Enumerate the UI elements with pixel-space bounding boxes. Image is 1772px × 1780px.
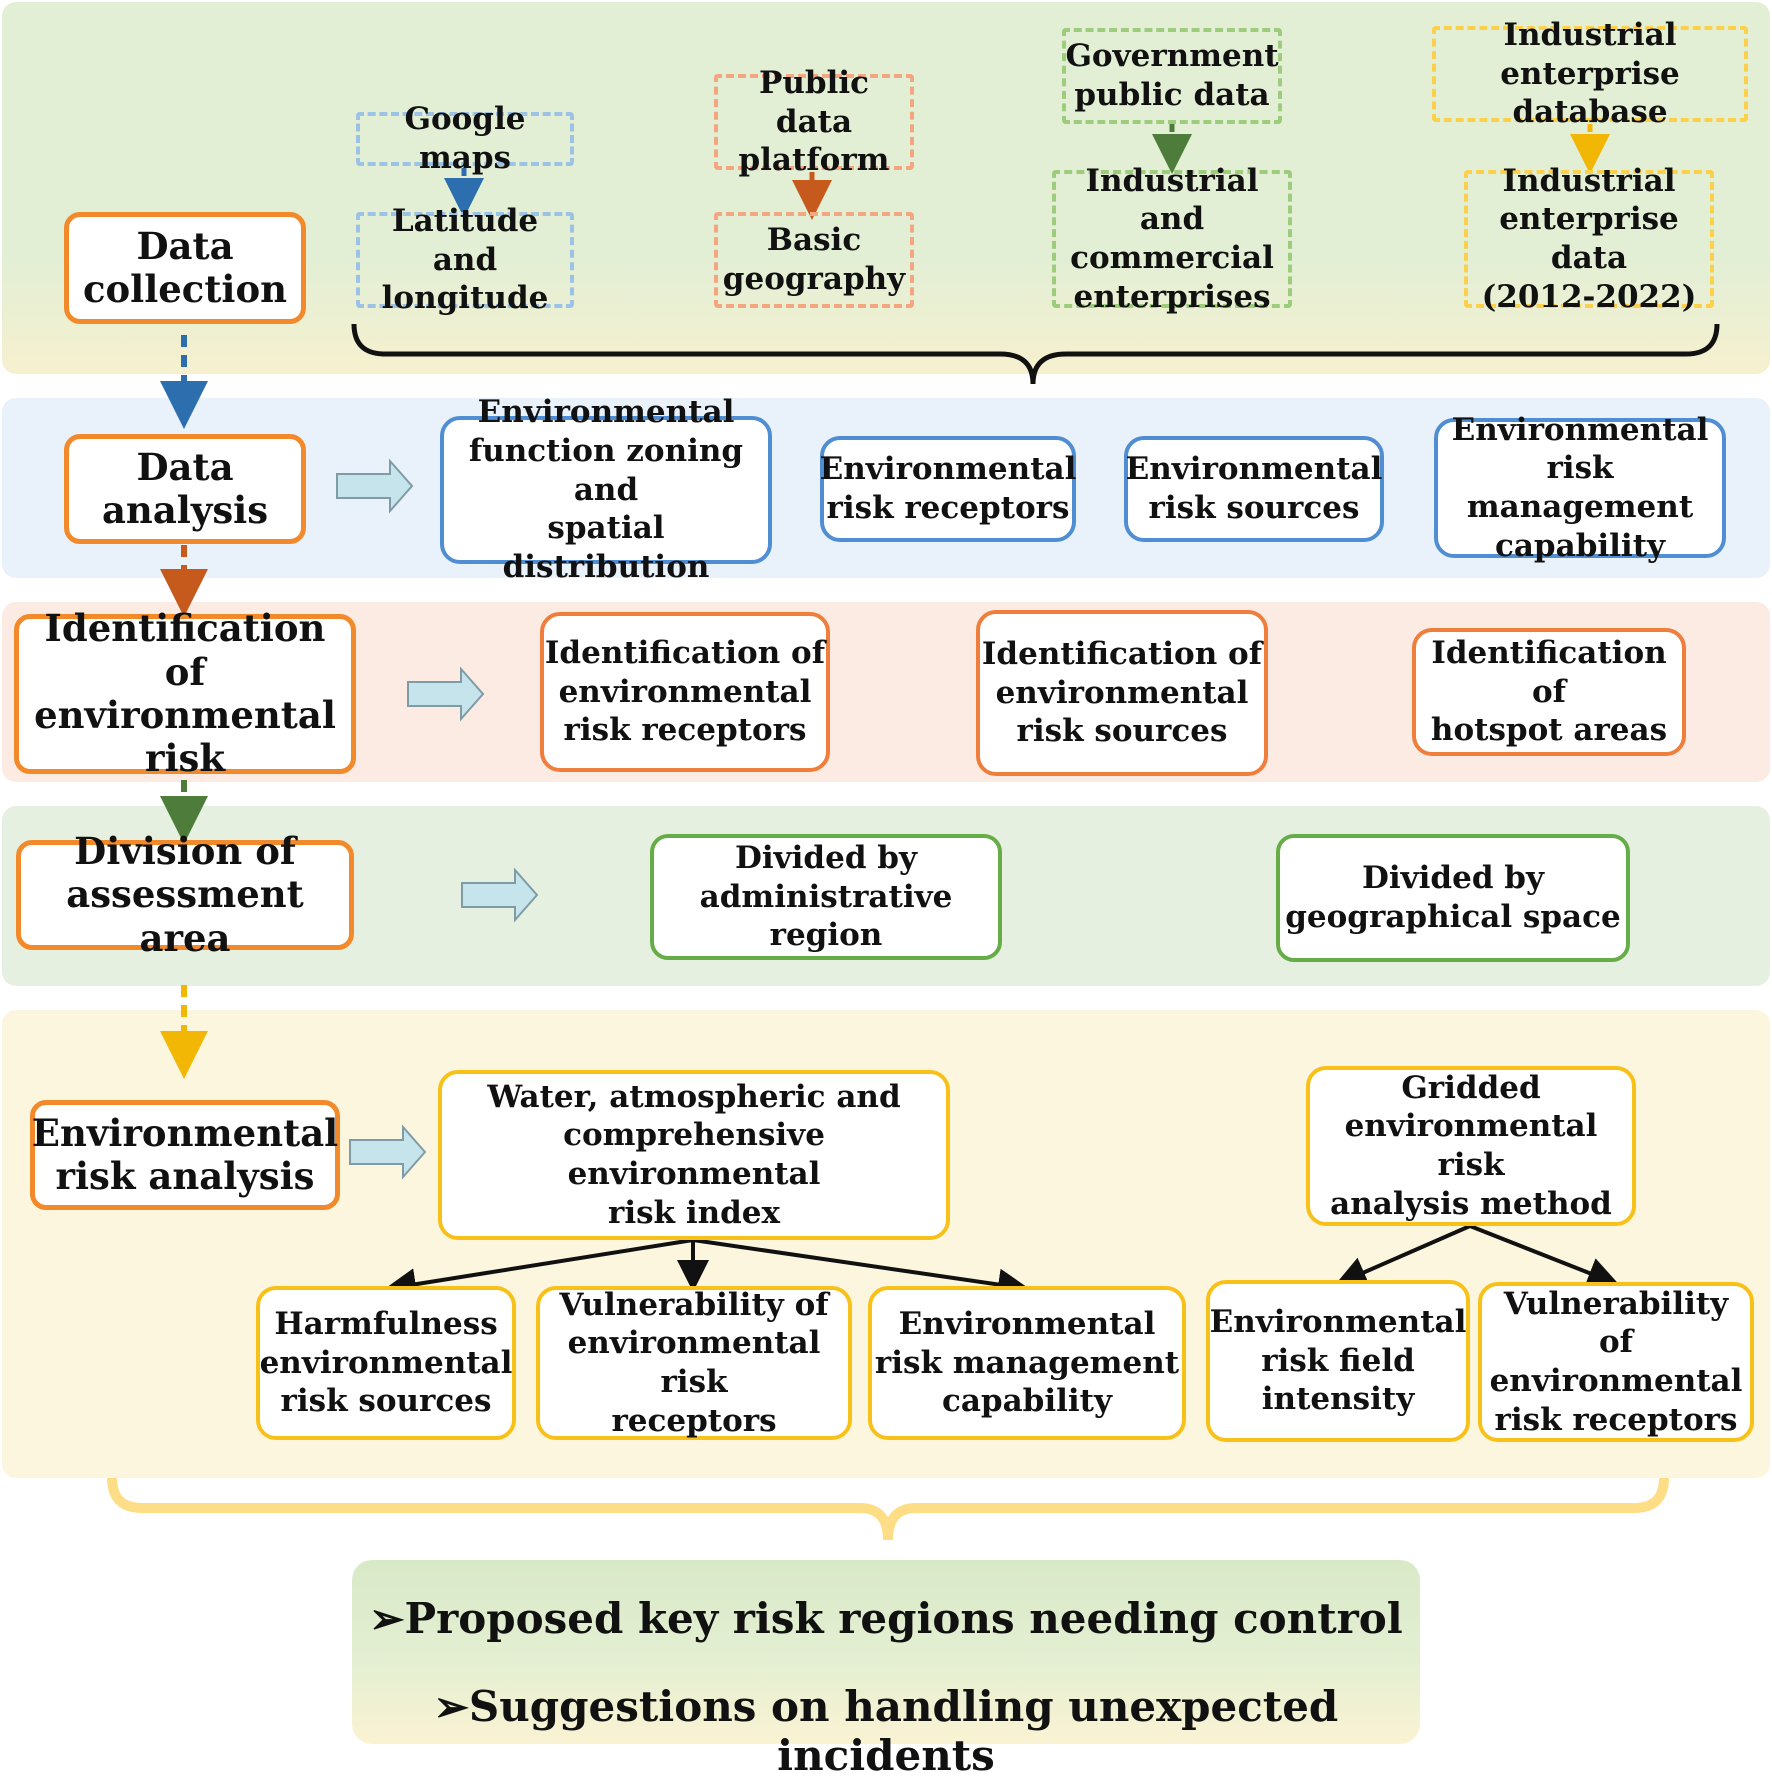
source-google-maps: Google maps (356, 101, 574, 176)
analysis-receptors: Environmental risk receptors (820, 436, 1076, 542)
conclusion-key-risk-regions: ➢Proposed key risk regions needing contr… (369, 1594, 1403, 1643)
source-industrial-data: Industrial enterprise data (2012-2022) (1464, 163, 1714, 315)
tree-arrow-field-intensity (1334, 1224, 1471, 1288)
source-government-public-data: Government public data (1062, 28, 1282, 124)
analysis-management: Environmental risk management capability (1434, 412, 1726, 564)
identify-sources: Identification of environmental risk sou… (976, 610, 1268, 776)
stage-division: Division of assessment area (16, 829, 354, 959)
source-basic-geography: Basic geography (714, 212, 914, 308)
source-industrial-commercial: Industrial and commercial enterprises (1052, 163, 1292, 315)
source-latitude-longitude: Latitude and longitude (356, 203, 574, 316)
hollow-arrow-4 (349, 1124, 427, 1180)
divide-geographical: Divided by geographical space (1276, 834, 1630, 962)
risk-management-capability: Environmental risk management capability (868, 1286, 1186, 1440)
tree-arrow-harmfulness (384, 1238, 694, 1301)
risk-vulnerability-receptors: Vulnerability of environmental risk rece… (536, 1286, 852, 1440)
risk-gridded-method: Gridded environmental risk analysis meth… (1306, 1066, 1636, 1226)
hollow-arrow-3 (461, 867, 539, 923)
divide-administrative: Divided by administrative region (650, 834, 1002, 960)
source-industrial-database: Industrial enterprise database (1432, 17, 1748, 130)
collection-brace (351, 323, 1720, 385)
tree-arrow-management (692, 1238, 1030, 1301)
stage-data-collection: Data collection (64, 212, 306, 324)
stage-identification: Identification of environmental risk (14, 607, 356, 780)
identify-hotspots: Identification of hotspot areas (1412, 628, 1686, 756)
stage-risk-analysis: Environmental risk analysis (30, 1100, 340, 1210)
conclusion-unexpected-incidents: ➢Suggestions on handling unexpected inci… (433, 1682, 1339, 1780)
risk-index: Water, atmospheric and comprehensive env… (438, 1070, 950, 1240)
stage-data-analysis: Data analysis (64, 434, 306, 544)
conclusion-panel: ➢Proposed key risk regions needing contr… (352, 1560, 1420, 1780)
analysis-zoning: Environmental function zoning and spatia… (440, 394, 772, 585)
hollow-arrow-1 (336, 458, 414, 514)
source-public-data-platform: Public data platform (714, 65, 914, 178)
identify-receptors: Identification of environmental risk rec… (540, 612, 830, 772)
analysis-sources: Environmental risk sources (1124, 436, 1384, 542)
risk-vulnerability-receptors-2: Vulnerability of environmental risk rece… (1478, 1282, 1754, 1442)
hollow-arrow-2 (407, 666, 485, 722)
tree-arrow-vulnerability-2 (1469, 1224, 1620, 1289)
risk-harmfulness: Harmfulness environmental risk sources (256, 1286, 516, 1440)
risk-field-intensity: Environmental risk field intensity (1206, 1280, 1470, 1442)
conclusion-brace (107, 1477, 1669, 1541)
